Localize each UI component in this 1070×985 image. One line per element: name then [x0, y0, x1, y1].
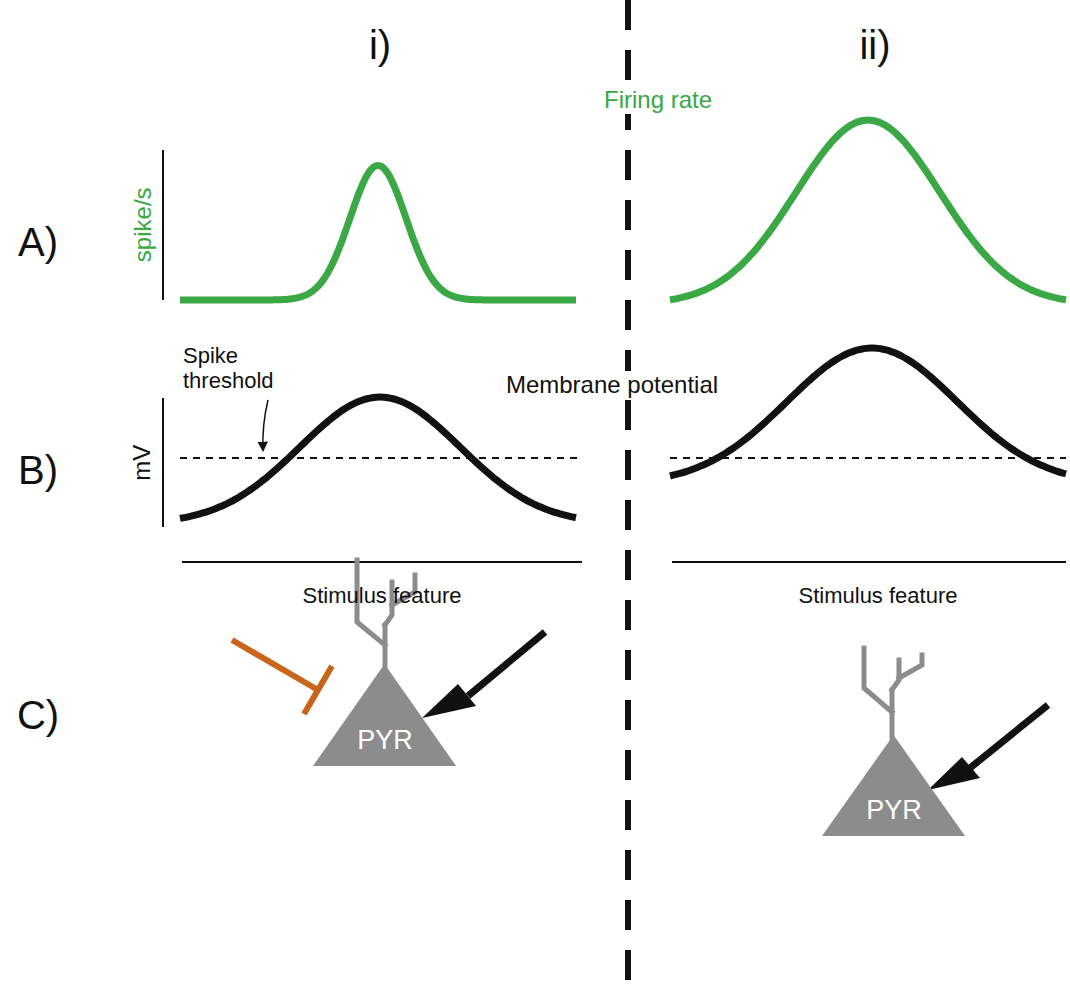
y-axis — [162, 398, 164, 527]
membrane-potential-curve — [180, 397, 576, 518]
excitatory-synapse — [928, 705, 1048, 790]
panel-number: i) — [369, 22, 391, 68]
cell-label: PYR — [866, 795, 922, 826]
dendrites — [357, 560, 415, 668]
row-letter: C) — [17, 692, 59, 738]
x-axis — [182, 561, 582, 563]
excitatory-synapse — [422, 632, 545, 718]
firing-rate-curve — [180, 165, 576, 300]
pyramidal-neuron: PYR — [822, 735, 965, 836]
firing-rate-curve — [670, 120, 1066, 300]
pyramidal-neuron: PYR — [313, 664, 456, 766]
cell-body — [822, 735, 965, 836]
membrane-potential-curve — [670, 348, 1066, 476]
curve-label: Firing rate — [601, 86, 715, 114]
inhibitory-synapse — [232, 640, 332, 714]
y-axis — [162, 150, 164, 300]
threshold-label: Spike threshold — [183, 343, 293, 394]
leader-arrow — [263, 400, 268, 450]
curve-label: Membrane potential — [503, 371, 721, 399]
cell-label: PYR — [357, 725, 413, 756]
row-letter: B) — [18, 447, 58, 493]
threshold-line — [180, 457, 578, 459]
panel-number: ii) — [859, 22, 890, 68]
axis-label: spike/s — [128, 188, 156, 263]
divider — [625, 0, 631, 985]
x-axis — [672, 561, 1066, 563]
row-letter: A) — [18, 219, 58, 265]
axis-label: mV — [128, 445, 156, 481]
dendrites — [864, 648, 922, 738]
threshold-line — [670, 457, 1066, 459]
cell-body — [313, 664, 456, 766]
axis-label: Stimulus feature — [303, 583, 462, 608]
axis-label: Stimulus feature — [799, 583, 958, 608]
